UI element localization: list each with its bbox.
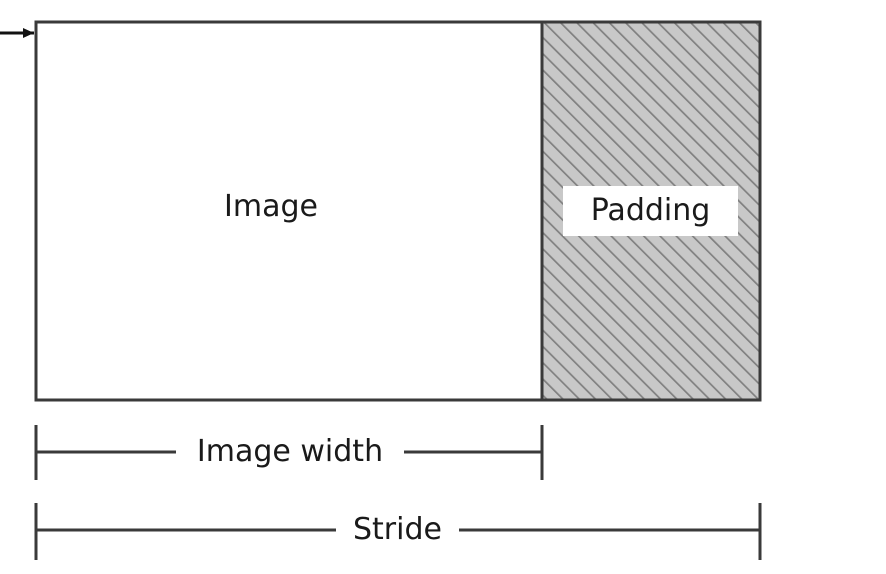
image-width-dimension-label: Image width	[196, 434, 384, 469]
padding-label-backdrop	[563, 186, 738, 236]
padding-region-label: Padding	[590, 193, 711, 228]
stride-dimension-label: Stride	[353, 512, 442, 547]
image-width-label-backdrop	[176, 432, 404, 474]
image-region	[34, 20, 544, 402]
image-region-label: Image	[224, 189, 318, 224]
stride-label-backdrop	[336, 510, 459, 552]
